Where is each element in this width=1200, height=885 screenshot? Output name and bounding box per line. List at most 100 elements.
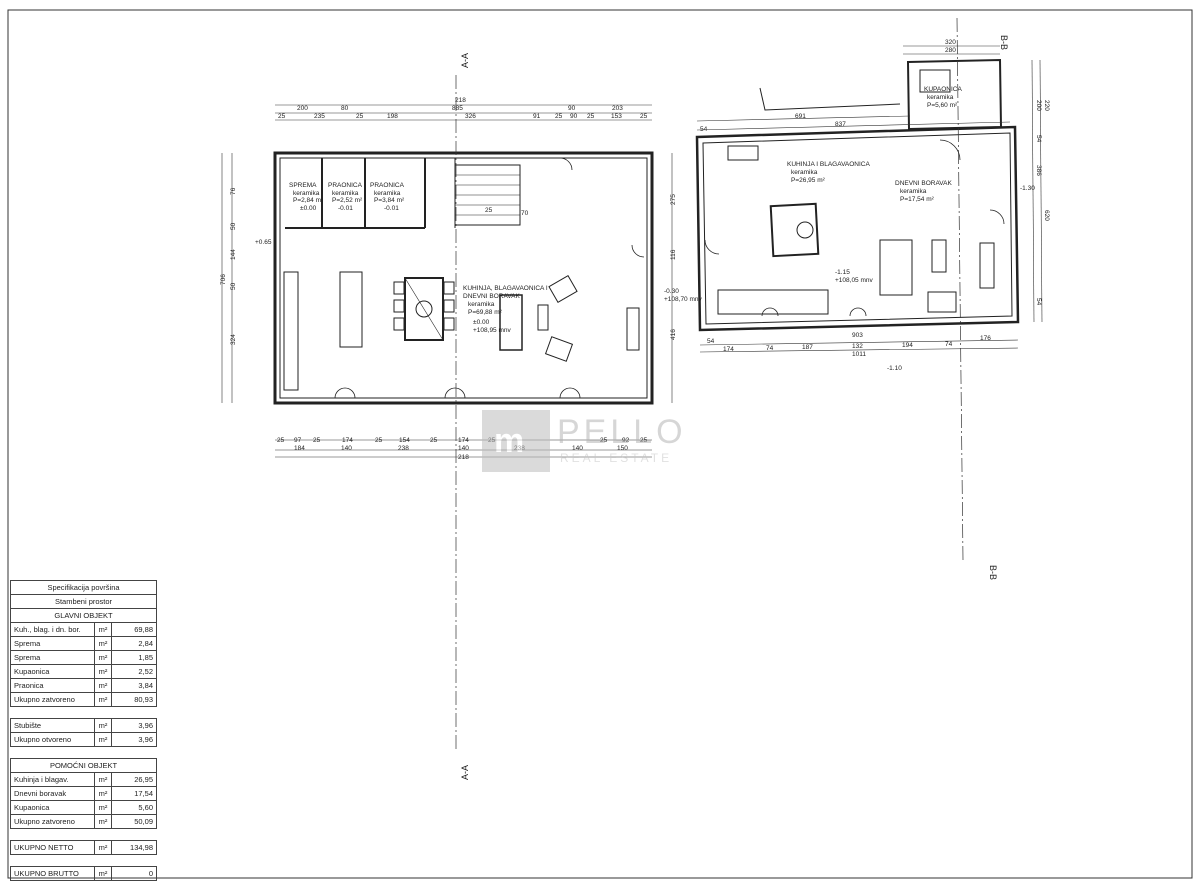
section-lines xyxy=(455,17,964,752)
room-name: KUPAONICA xyxy=(924,86,962,93)
aux-room-labels: KUPAONICA keramika P=5,60 m² KUHINJA I B… xyxy=(787,86,1035,372)
room-floor: keramika xyxy=(293,190,320,197)
dim: 184 xyxy=(294,445,305,452)
room-area: P=2,84 m² xyxy=(293,197,324,204)
dim: 50 xyxy=(230,222,237,230)
room-floor: keramika xyxy=(332,190,359,197)
level-right: -0.30 xyxy=(664,288,679,295)
dim: 76 xyxy=(230,187,237,195)
room-floor: keramika xyxy=(468,301,495,308)
dim: 386 xyxy=(1035,165,1042,176)
dim: 74 xyxy=(945,341,953,348)
dim: 25 xyxy=(555,113,563,120)
dim: 25 xyxy=(587,113,595,120)
dim-total: 885 xyxy=(452,105,463,112)
dim: 153 xyxy=(611,113,622,120)
dim: 54 xyxy=(700,126,708,133)
dim: 326 xyxy=(465,113,476,120)
dim: 140 xyxy=(572,445,583,452)
dim: 25 xyxy=(277,437,285,444)
stair-label: 70 xyxy=(521,210,529,217)
dim: 174 xyxy=(458,437,469,444)
main-building xyxy=(273,151,654,405)
level: -1.15 xyxy=(835,269,850,276)
dim: 837 xyxy=(835,121,846,128)
dim: 90 xyxy=(570,113,578,120)
spec-title-2: Stambeni prostor xyxy=(10,594,157,609)
dim: 320 xyxy=(945,39,956,46)
main-room-labels: SPREMA keramika P=2,84 m² ±0.00 PRAONICA… xyxy=(255,182,703,334)
dim: 203 xyxy=(612,105,623,112)
aux-building xyxy=(695,58,1020,332)
dim: 275 xyxy=(670,194,677,205)
room-level: -0.01 xyxy=(384,205,399,212)
dim: 74 xyxy=(766,345,774,352)
room-floor: keramika xyxy=(791,169,818,176)
room-area: P=26,95 m² xyxy=(791,177,826,184)
room-level: ±0.00 xyxy=(300,205,317,212)
spec-group-1: GLAVNI OBJEKT xyxy=(10,608,157,623)
room-floor: keramika xyxy=(374,190,401,197)
sheet-border xyxy=(7,9,1193,879)
room-name: KUHINJA I BLAGAVAONICA xyxy=(787,161,871,168)
room-name-2: DNEVNI BORAVAK xyxy=(463,293,520,300)
area-spec-table: Specifikacija površina Stambeni prostor … xyxy=(10,580,157,881)
dim: 54 xyxy=(1035,135,1042,143)
stair-label: 25 xyxy=(485,207,493,214)
watermark-sub: REAL ESTATE xyxy=(560,451,672,465)
dim: 238 xyxy=(398,445,409,452)
dim: 176 xyxy=(980,335,991,342)
dim: 154 xyxy=(399,437,410,444)
dim: 903 xyxy=(852,332,863,339)
level: -1.30 xyxy=(1020,185,1035,192)
dim: 25 xyxy=(278,113,286,120)
dim: 25 xyxy=(600,437,608,444)
dim: 140 xyxy=(341,445,352,452)
room-area: P=69,88 m² xyxy=(468,309,503,316)
room-area: P=17,54 m² xyxy=(900,196,935,203)
dim: 174 xyxy=(342,437,353,444)
dim: 25 xyxy=(430,437,438,444)
level: -1.10 xyxy=(887,365,902,372)
dim: 280 xyxy=(945,47,956,54)
spec-title-1: Specifikacija površina xyxy=(10,580,157,595)
dim: 25 xyxy=(640,113,648,120)
section-label-a: A-A xyxy=(460,53,470,68)
main-vertical-dimensions: 76 50 144 50 324 706 275 116 416 xyxy=(220,187,677,345)
main-dimension-lines xyxy=(221,104,673,458)
spec-group-2: POMOĆNI OBJEKT xyxy=(10,758,157,773)
dim: 194 xyxy=(902,342,913,349)
room-area: P=2,52 m² xyxy=(332,197,363,204)
aux-dimension-lines xyxy=(696,45,1043,353)
dim: 187 xyxy=(802,344,813,351)
dim: 200 xyxy=(297,105,308,112)
room-abs-level: +108,95 mnv xyxy=(473,327,512,334)
room-name: PRAONICA xyxy=(370,182,405,189)
dim: 90 xyxy=(568,105,576,112)
dim: 416 xyxy=(670,329,677,340)
dim: 54 xyxy=(707,338,715,345)
dim: 144 xyxy=(230,249,237,260)
watermark-logo: m PELLO REAL ESTATE xyxy=(482,410,683,472)
dim: 220 xyxy=(1043,100,1050,111)
dim: 174 xyxy=(723,346,734,353)
room-name: DNEVNI BORAVAK xyxy=(895,180,952,187)
dim-total: 706 xyxy=(220,274,227,285)
dim: 140 xyxy=(458,445,469,452)
room-floor: keramika xyxy=(900,188,927,195)
dim: 324 xyxy=(230,334,237,345)
dim: 25 xyxy=(313,437,321,444)
level-left: +0.65 xyxy=(255,239,272,246)
section-label-b: B-B xyxy=(999,35,1009,50)
logo-glyph: m xyxy=(494,422,524,460)
